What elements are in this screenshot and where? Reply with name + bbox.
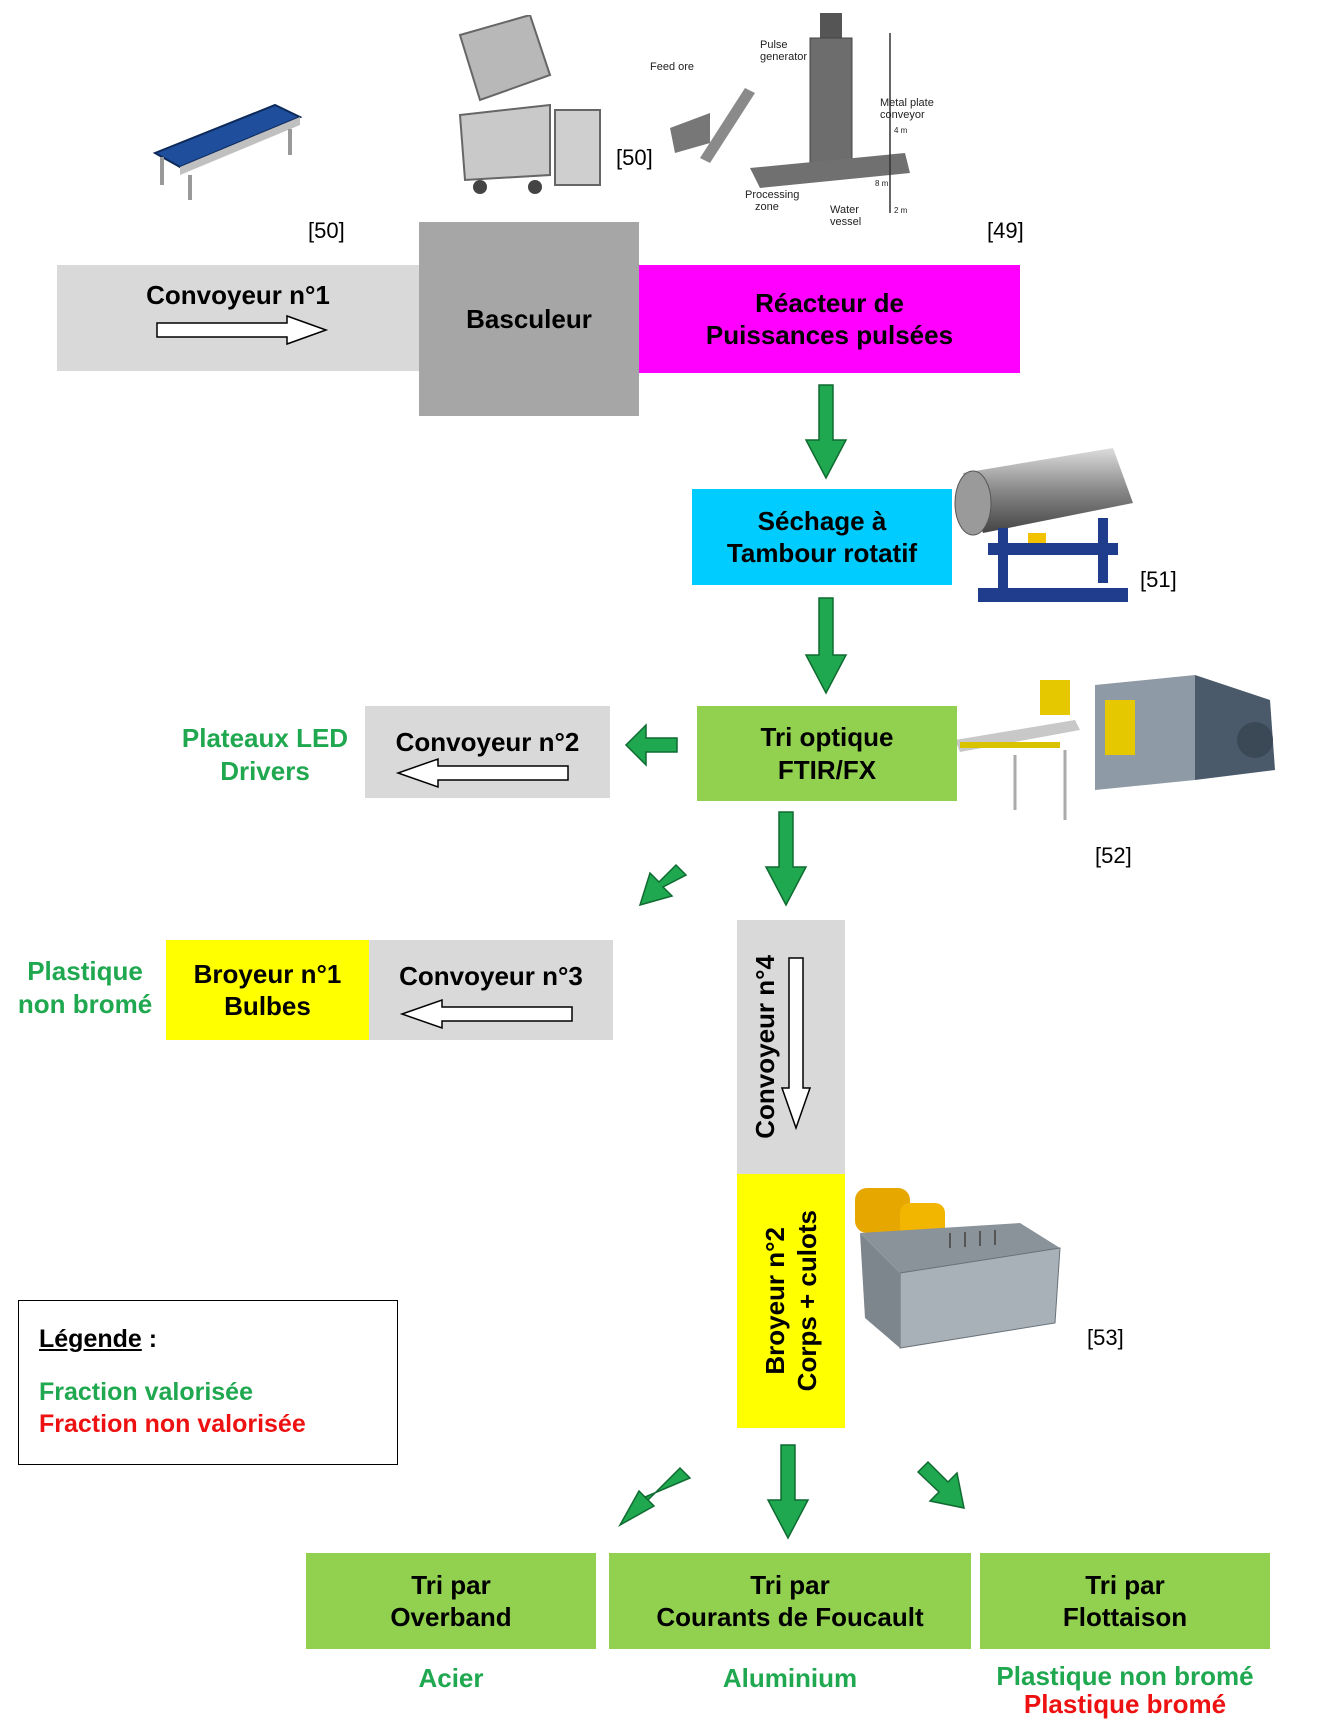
non-brominated-plastic-output-2: Plastique non bromé [996, 1661, 1254, 1691]
conveyor-2-direction-arrow [395, 757, 569, 789]
flotation-sorting-box: Tri par Flottaison [980, 1553, 1270, 1649]
dryer-label-1: Séchage à [757, 505, 887, 536]
conveyor-2-label: Convoyeur n°2 [395, 727, 580, 757]
led-plates-drivers-output: Plateaux LED Drivers [165, 722, 365, 787]
dim-8m-label: 8 m [875, 179, 889, 188]
reactor-label-1: Réacteur de [755, 287, 904, 318]
optical-sorting-label-2: FTIR/FX [777, 754, 877, 785]
flow-arrow-crusher-to-overband [618, 1466, 692, 1527]
tipper-box: Basculeur [419, 222, 639, 416]
reactor-illustration: Feed ore Pulse generator Metal plate con… [650, 13, 934, 228]
non-brominated-plastic-output-1: Plastique non bromé [5, 955, 165, 1020]
flow-arrow-sorting-to-conveyor-2 [624, 723, 678, 767]
conveyor-3-box: Convoyeur n°3 [369, 940, 613, 1040]
flow-arrow-dryer-to-sorting [804, 597, 848, 695]
dim-2m-label: 2 m [894, 206, 908, 215]
shredder-ref: [53] [1087, 1325, 1124, 1350]
metal-plate-label-1: Metal plate [880, 97, 934, 109]
pulsed-power-reactor-box: Réacteur de Puissances pulsées [639, 265, 1020, 373]
overband-label-1: Tri par [411, 1569, 491, 1600]
water-label-1: Water [830, 204, 859, 216]
tipper-ref: [50] [616, 145, 653, 170]
conveyor-ref: [50] [308, 218, 345, 243]
drum-ref: [51] [1140, 567, 1177, 592]
aluminium-output: Aluminium [722, 1663, 858, 1693]
flottaison-label-2: Flottaison [1062, 1602, 1188, 1632]
optical-sorting-box: Tri optique FTIR/FX [697, 706, 957, 801]
legend-valorised: Fraction valorisée [39, 1377, 253, 1406]
conveyor-1-label: Convoyeur n°1 [146, 280, 330, 310]
rotary-drum-dryer-box: Séchage à Tambour rotatif [692, 489, 952, 585]
flow-arrow-reactor-to-dryer [804, 384, 848, 480]
crusher-1-box: Broyeur n°1 Bulbes [166, 940, 369, 1040]
shredder-illustration [855, 1188, 1061, 1349]
dim-4m-label: 4 m [894, 126, 908, 135]
foucault-label-2: Courants de Foucault [656, 1602, 924, 1632]
conveyor-4-direction-arrow [780, 957, 812, 1131]
steel-output: Acier [418, 1663, 484, 1693]
crusher-1-label-2: Bulbes [224, 991, 311, 1021]
flow-arrow-sorting-to-conveyor-3 [638, 863, 688, 907]
reactor-label-2: Puissances pulsées [705, 320, 954, 350]
dryer-label-2: Tambour rotatif [726, 538, 918, 568]
pulse-label-1: Pulse [760, 39, 788, 51]
plastique-label: Plastique [27, 956, 143, 986]
conveyor-1-direction-arrow [156, 314, 329, 346]
legend-title-row: Légende : [39, 1323, 377, 1356]
crusher-2-box: Broyeur n°2 Corps + culots [737, 1174, 845, 1428]
led-plates-label: Plateaux LED [181, 723, 349, 753]
legend-title: Légende [39, 1325, 142, 1353]
tipper-label: Basculeur [466, 303, 592, 334]
conveyor-2-box: Convoyeur n°2 [365, 706, 610, 798]
conveyor-illustration [152, 103, 303, 200]
flottaison-label-1: Tri par [1085, 1569, 1165, 1600]
processing-label-2: zone [755, 201, 779, 213]
sorter-ref: [52] [1095, 843, 1132, 868]
non-brome-label: non bromé [17, 988, 153, 1019]
pulse-label-2: generator [760, 51, 807, 63]
drivers-label: Drivers [220, 755, 310, 786]
legend-box: Légende : Fraction valorisée Fraction no… [18, 1300, 398, 1465]
conveyor-1-box: Convoyeur n°1 [57, 265, 419, 371]
conveyor-3-direction-arrow [399, 998, 573, 1030]
processing-label-1: Processing [745, 189, 799, 201]
feed-ore-label: Feed ore [650, 61, 694, 73]
optical-sorter-illustration [955, 675, 1275, 820]
crusher-1-label-1: Broyeur n°1 [193, 958, 342, 989]
water-label-2: vessel [830, 216, 861, 228]
foucault-label-1: Tri par [750, 1569, 830, 1600]
flow-arrow-crusher-to-flotation [916, 1460, 965, 1509]
metal-plate-label-2: conveyor [880, 109, 925, 121]
legend-colon: : [141, 1325, 158, 1353]
eddy-current-sorting-box: Tri par Courants de Foucault [609, 1553, 971, 1649]
flow-arrow-crusher-to-foucault [766, 1444, 810, 1540]
tipper-illustration [458, 15, 601, 194]
optical-sorting-label-1: Tri optique [760, 722, 894, 752]
rotary-drum-illustration [954, 448, 1133, 602]
flow-arrow-sorting-to-conveyor-4 [764, 811, 808, 907]
overband-sorting-box: Tri par Overband [306, 1553, 596, 1649]
overband-label-2: Overband [390, 1602, 512, 1632]
brominated-plastic-output: Plastique bromé [1023, 1689, 1227, 1719]
conveyor-3-label: Convoyeur n°3 [399, 961, 583, 991]
legend-non-valorised: Fraction non valorisée [39, 1410, 306, 1438]
reactor-ref: [49] [987, 218, 1024, 243]
